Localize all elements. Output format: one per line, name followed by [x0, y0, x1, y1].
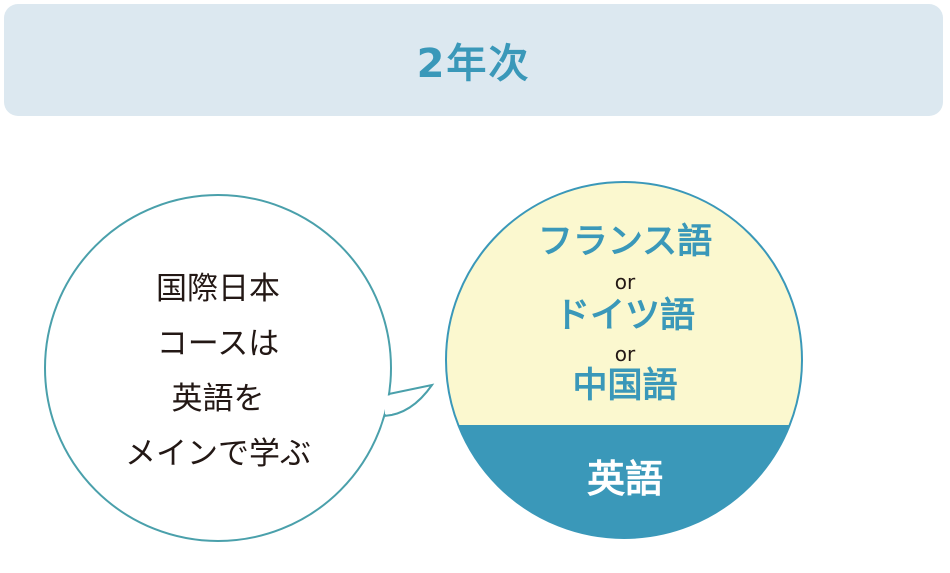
bubble-line: メインで学ぶ: [125, 436, 311, 472]
or-label: or: [614, 270, 636, 294]
language-circle-outline: [445, 181, 803, 539]
main-language-english: 英語: [586, 457, 663, 501]
option-german: ドイツ語: [554, 296, 695, 336]
option-chinese: 中国語: [572, 366, 678, 406]
bubble-line: 英語を: [171, 381, 265, 417]
year-header: 2年次: [4, 4, 943, 116]
or-label: or: [614, 342, 636, 366]
bubble-line: 国際日本: [156, 271, 280, 307]
bubble-text: 国際日本 コースは 英語を メインで学ぶ: [88, 262, 348, 482]
speech-bubble: [44, 194, 435, 542]
year-title: 2年次: [416, 41, 531, 87]
bubble-line: コースは: [156, 326, 280, 362]
speech-bubble-circle: [44, 194, 392, 542]
option-french: フランス語: [537, 222, 713, 262]
